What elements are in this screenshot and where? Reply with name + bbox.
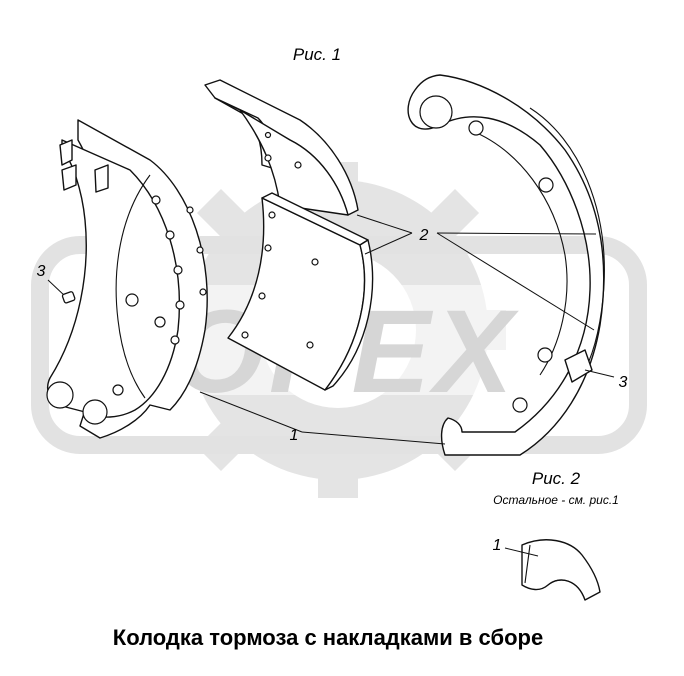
page-title: Колодка тормоза с накладками в сборе <box>113 625 543 650</box>
callout-3-right: 3 <box>619 374 628 391</box>
bolt-part-3 <box>61 291 76 304</box>
lining-lower <box>227 192 374 391</box>
callout-1-main: 1 <box>290 427 299 444</box>
figure1-caption: Рис. 1 <box>293 45 341 64</box>
figure2-caption: Рис. 2 <box>532 469 581 488</box>
figure2-note: Остальное - см. рис.1 <box>493 493 619 507</box>
callout-3-left: 3 <box>37 263 46 280</box>
callout-1-detail: 1 <box>493 537 502 554</box>
leader-lines <box>47 214 615 557</box>
brake-shoe-body <box>46 119 208 439</box>
brake-shoe-variant <box>407 74 605 456</box>
lining-detail-small <box>521 539 601 601</box>
lining-upper <box>204 79 359 216</box>
callout-2: 2 <box>419 227 429 244</box>
